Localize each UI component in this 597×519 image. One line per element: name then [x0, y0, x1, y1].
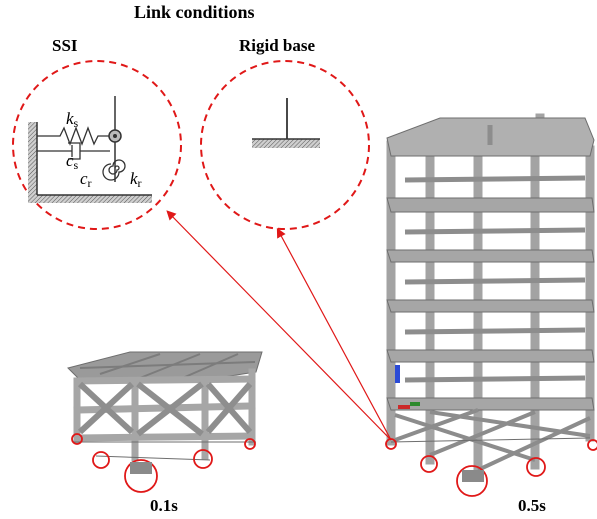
- ssi-callout: ks cs cr kr: [12, 60, 182, 230]
- panel-label-rigid-base: Rigid base: [239, 36, 316, 55]
- ssi-wall-vertical: [28, 122, 37, 202]
- period-label-short-model: 0.1s: [150, 496, 178, 515]
- model-short: [67, 351, 263, 493]
- short-support-circle-3: [124, 459, 158, 493]
- symbol-kr: kr: [130, 169, 142, 190]
- arrow-to-ssi: [166, 210, 392, 441]
- tall-support-circle-5: [587, 439, 597, 451]
- panel-label-ssi: SSI: [52, 36, 78, 55]
- tall-floors: [386, 117, 595, 411]
- tall-support-circle-3: [456, 465, 488, 497]
- arrow-to-rigid: [276, 227, 392, 441]
- symbol-ks: ks: [66, 109, 79, 130]
- short-support-circle-5: [244, 438, 256, 450]
- tall-support-circle-4: [526, 457, 546, 477]
- ssi-wall-floor: [28, 195, 152, 203]
- ssi-dashpot-cs: [37, 142, 110, 160]
- callout-arrows: [166, 210, 392, 441]
- figure-title: Link conditions: [134, 2, 255, 22]
- model-tall: [385, 113, 597, 497]
- symbol-cs: cs: [66, 151, 79, 172]
- short-support-circle-1: [71, 433, 83, 445]
- period-label-tall-model: 0.5s: [518, 496, 546, 515]
- symbol-cr: cr: [80, 169, 92, 190]
- tall-support-circle-2: [420, 455, 438, 473]
- ssi-rotational-spring-kr: [102, 159, 126, 181]
- rigid-dashed-circle: [200, 60, 370, 230]
- short-support-circle-2: [92, 451, 110, 469]
- rigid-callout: [200, 60, 370, 230]
- ssi-spring-ks: [37, 126, 110, 146]
- rigid-ground: [252, 139, 320, 148]
- short-support-circle-4: [193, 449, 213, 469]
- ssi-dashed-circle: [12, 60, 182, 230]
